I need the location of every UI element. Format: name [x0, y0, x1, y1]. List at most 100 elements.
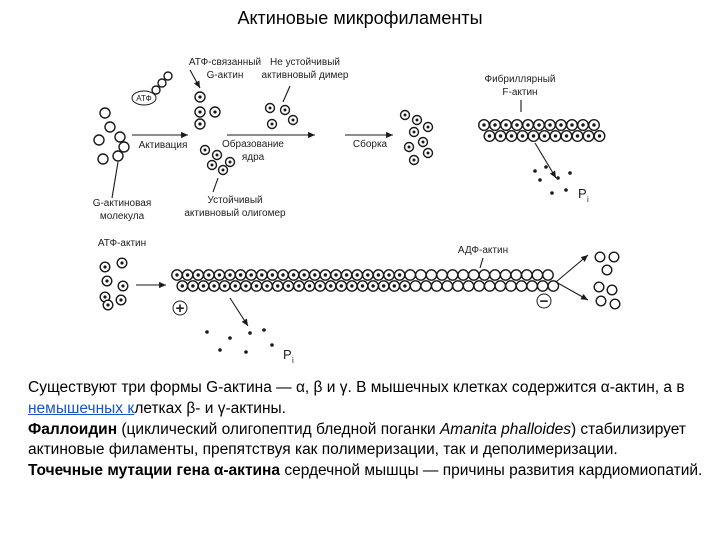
atp-dot: [270, 273, 275, 277]
atp-dot: [415, 118, 419, 122]
svg-text:активновый димер: активновый димер: [262, 70, 349, 81]
pointer-unstable-dimer: [282, 85, 291, 103]
phosphate-dot: [262, 328, 266, 332]
atp-dot: [537, 123, 541, 127]
svg-text:−: −: [540, 293, 549, 310]
atp-dot: [421, 140, 425, 144]
atp-dot: [355, 273, 359, 277]
atp-dot: [328, 284, 333, 288]
atp-dot: [387, 273, 391, 277]
atp-dot: [339, 284, 344, 288]
atp-dot: [207, 273, 211, 277]
adp-f-actin-subunit: [478, 269, 491, 281]
adp-f-actin-subunit: [446, 269, 459, 281]
atp-dot: [212, 284, 216, 288]
atp-dot: [376, 273, 381, 277]
atp-dot: [286, 284, 291, 288]
atp-dot: [198, 110, 202, 114]
atp-dot: [575, 134, 580, 138]
adp-f-actin-subunit: [483, 280, 496, 292]
adp-f-actin-subunit: [451, 280, 464, 292]
atp-dot: [570, 123, 574, 127]
atp-dot: [244, 284, 248, 288]
svg-text:активновый олигомер: активновый олигомер: [184, 208, 286, 219]
atp-dot: [509, 134, 514, 138]
atp-dot: [564, 134, 569, 138]
phosphate-dot: [538, 178, 542, 182]
svg-text:АТФ: АТФ: [136, 94, 151, 103]
adp-f-actin-subunit: [494, 280, 507, 292]
phosphate-dot: [564, 188, 568, 192]
atp-dot: [520, 134, 525, 138]
phosphate-dot: [550, 191, 554, 195]
atp-dot: [215, 153, 219, 157]
atp-dot: [105, 279, 109, 283]
phosphate-dot: [218, 348, 222, 352]
atp-dot: [198, 122, 202, 126]
adp-actin-label: АДФ-актин: [458, 245, 508, 256]
atp-dot: [392, 284, 397, 288]
pointer-g-actin-molecule: [111, 161, 119, 199]
nucleation-label: Образование ядра: [222, 138, 284, 163]
svg-text:F-актин: F-актин: [502, 87, 537, 98]
atp-dot: [426, 125, 430, 129]
adp-f-actin-subunit: [425, 269, 438, 281]
phosphate-dot: [556, 176, 560, 180]
atp-dot: [407, 145, 411, 149]
actin-polymerization-diagram: АТФ-связанный G-актин Не устойчивый акти…: [93, 57, 621, 365]
phosphate-label-top: P i: [578, 186, 589, 204]
adp-f-actin-subunit: [526, 280, 538, 292]
adp-f-actin-subunit: [404, 269, 417, 281]
link-non-muscle-cells[interactable]: немышечных к: [28, 399, 135, 417]
atp-bubble: АТФ: [131, 90, 157, 106]
atp-dot: [412, 158, 416, 162]
activation-label: Активация: [139, 140, 188, 151]
page-title: Актиновые микрофиламенты: [237, 8, 483, 28]
adp-f-actin-subunit: [536, 280, 549, 292]
atp-dot: [121, 284, 125, 288]
atp-dot: [586, 134, 591, 138]
atp-dot: [493, 123, 497, 127]
adp-f-actin-subunit: [547, 280, 560, 292]
atp-dot: [581, 123, 585, 127]
atp-dot: [344, 273, 349, 277]
phosphate-dot: [270, 343, 274, 347]
atp-dot: [559, 123, 563, 127]
atp-dot: [213, 110, 217, 114]
g-actin-monomer: [118, 141, 130, 153]
phosphate-dot: [544, 165, 548, 169]
g-actin-monomer: [114, 131, 126, 143]
phosphate-dot: [228, 336, 232, 340]
atp-dot: [403, 284, 407, 288]
pointer-atp-bound: [189, 69, 201, 89]
g-actin-molecule-label: G-актиновая молекула: [93, 198, 152, 222]
g-actin-monomer: [99, 107, 111, 119]
adp-f-actin-subunit: [531, 269, 544, 281]
stable-oligomer-label: Устойчивый активновый олигомер: [184, 195, 286, 219]
phosphate-release-arrow-top: [534, 142, 557, 179]
adp-f-actin-subunit: [420, 280, 432, 292]
atp-dot: [233, 284, 238, 288]
released-adp-monomer: [609, 298, 621, 310]
atp-dot: [318, 284, 322, 288]
atp-dot: [180, 284, 185, 288]
g-actin-monomer: [112, 150, 124, 162]
atp-actin-label: АТФ-актин: [98, 238, 146, 249]
atp-bound-g-actin-label: АТФ-связанный G-актин: [189, 57, 261, 81]
released-adp-monomer: [593, 281, 605, 293]
released-adp-monomer: [601, 264, 613, 276]
atp-dot: [360, 284, 365, 288]
svg-text:i: i: [587, 195, 589, 204]
atp-dot: [270, 122, 274, 126]
atp-dot: [515, 123, 519, 127]
atp-dot: [175, 273, 179, 277]
g-actin-monomer: [157, 78, 167, 88]
svg-text:P: P: [283, 347, 292, 362]
adp-f-actin-subunit: [520, 269, 533, 281]
atp-dot: [526, 123, 530, 127]
atp-dot: [222, 284, 227, 288]
atp-dot: [397, 273, 402, 277]
paragraph-mutations: Точечные мутации гена α-актина сердечной…: [28, 462, 703, 480]
adp-f-actin-subunit: [457, 269, 470, 281]
atp-dot: [228, 273, 232, 277]
